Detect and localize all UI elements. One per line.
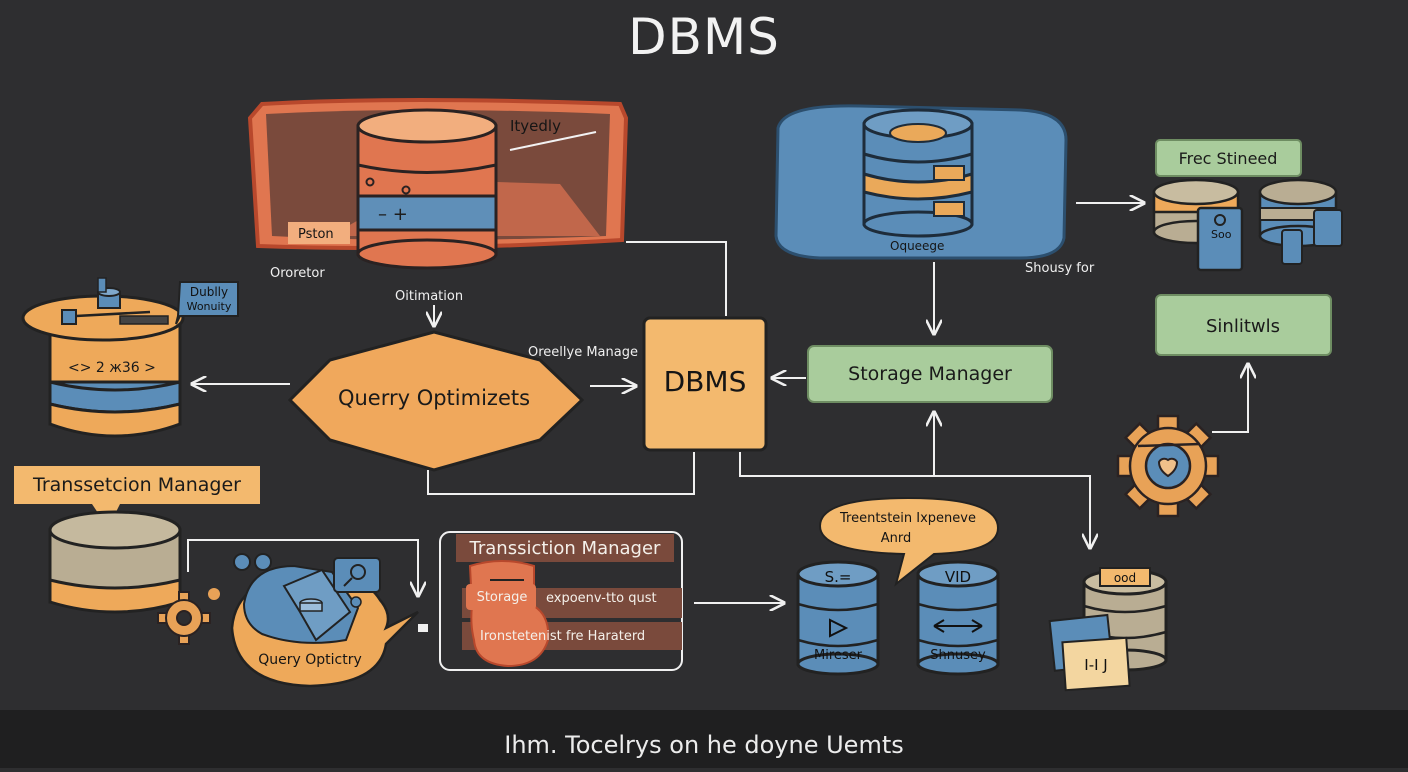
left-disk-cylinder: <> 2 ж36 > [21, 277, 185, 438]
label-storage-manager: Storage Manager [848, 363, 1012, 385]
label-speech-line2: Anrd [881, 531, 912, 546]
label-expoenv: expoenv-tto qust [546, 591, 657, 606]
label-frec-stineed: Frec Stineed [1179, 149, 1278, 168]
double-arrow-icon [933, 619, 983, 633]
orange-database-panel: – + Ityedly Pston [247, 98, 629, 270]
small-gear-icon [157, 591, 211, 645]
label-dbms-center: DBMS [664, 365, 747, 398]
label-ironstetenist: Ironstetenist fre Haraterd [480, 629, 645, 644]
blue-cylinder-mireser: S.= Mireser [796, 560, 880, 676]
storage-manager-box: Storage Manager [807, 345, 1053, 403]
label-ororetor: Ororetor [270, 266, 325, 281]
pointer-line [509, 131, 597, 151]
storage-devices-icon: Soo [1152, 178, 1343, 272]
query-optictry-bubble: Query Optictry [230, 553, 419, 688]
label-oitimation: Oitimation [395, 289, 463, 304]
label-transaction-manager-mid: Transsiction Manager [469, 538, 662, 559]
label-vid: VID [945, 568, 971, 586]
arrow-gear-to-sinlitwls [1212, 364, 1248, 433]
blue-database-panel: Oqueege [774, 104, 1068, 260]
beige-cylinder-left [48, 510, 182, 614]
connector-to-transaction [187, 539, 418, 596]
label-oqueege: Oqueege [890, 239, 944, 253]
label-sao: Soo [1211, 228, 1232, 241]
blue-cylinder-shnusey: VID Shnusey [916, 560, 1000, 676]
label-sinlitwls: Sinlitwls [1206, 316, 1280, 337]
connector-optimizer-to-dbms [427, 452, 695, 495]
label-pston: Pston [298, 227, 334, 242]
transaction-manager-panel: Transsiction Manager Storage expoenv-tto… [418, 531, 683, 671]
label-card-glyph: I-I J [1084, 656, 1107, 674]
orange-cylinder-glyph: – + [378, 204, 408, 225]
small-marker [418, 624, 428, 632]
dbms-center-box: DBMS [642, 316, 768, 452]
play-icon [829, 618, 849, 638]
label-db-code: <> 2 ж36 > [68, 360, 156, 376]
label-transaction-manager-left: Transsetcion Manager [32, 474, 241, 496]
gear-heart-icon [1116, 414, 1220, 518]
footer-bar [0, 710, 1408, 768]
label-speech-line1: Treentstein Ixpeneve [839, 511, 976, 526]
label-query-optimizer: Querry Optimizets [338, 386, 530, 410]
cards-icon: I-I J [1048, 613, 1131, 692]
sinlitwls-box: Sinlitwls [1155, 294, 1332, 356]
query-optimizer-node: Querry Optimizets [287, 330, 585, 472]
label-storage-pill: Storage [477, 590, 528, 605]
arrow-dbms-to-ood [739, 452, 1090, 548]
footer-caption: Ihm. Tocelrys on he doyne Uemts [504, 731, 904, 759]
label-query-optictry: Query Optictry [258, 652, 362, 668]
label-ityedly: Ityedly [510, 117, 561, 135]
dublly-callout: Dublly Wonuity [175, 281, 239, 325]
label-shousy-for: Shousy for [1025, 261, 1095, 276]
label-dublly: Dublly [190, 285, 228, 299]
page-title: DBMS [628, 8, 780, 66]
dot [208, 588, 220, 600]
speech-bubble: Treentstein Ixpeneve Anrd [818, 496, 1000, 587]
label-ood: ood [1114, 571, 1136, 585]
pston-tag [288, 222, 350, 244]
label-mireser: Mireser [814, 648, 863, 663]
connector-orange-to-dbms [626, 241, 727, 316]
label-orellye-manage: Oreellye Manage [528, 345, 638, 360]
frec-stineed-box: Frec Stineed [1155, 139, 1302, 177]
label-shnusey: Shnusey [930, 648, 986, 663]
blue-cylinder-icon [862, 108, 974, 238]
label-wonuity: Wonuity [187, 300, 232, 313]
orange-cylinder-icon: – + [356, 108, 498, 270]
label-s-eq: S.= [825, 568, 852, 586]
